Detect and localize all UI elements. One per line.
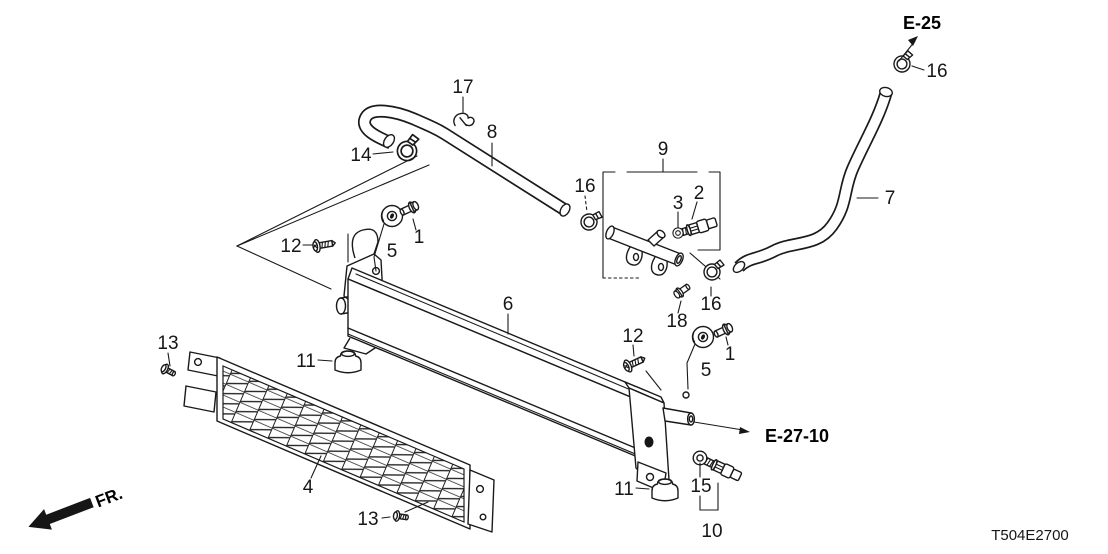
grommet-part-5-right xyxy=(691,325,715,349)
oring-part-3 xyxy=(672,227,684,239)
screw-part-13-top xyxy=(158,362,179,380)
callout-16-top[interactable]: 16 xyxy=(926,61,947,82)
screw-part-12-left xyxy=(311,235,338,254)
clamp-part-16-right xyxy=(703,259,725,281)
callout-18[interactable]: 18 xyxy=(666,311,687,332)
callout-1-left[interactable]: 1 xyxy=(414,227,425,248)
hose-part-7 xyxy=(732,86,894,274)
callout-8[interactable]: 8 xyxy=(487,122,498,143)
front-label: FR. xyxy=(93,484,125,512)
ref-link-e27-10[interactable]: E-27-10 xyxy=(765,426,829,446)
callout-12-right[interactable]: 12 xyxy=(622,326,643,347)
pipe-assembly-part-9 xyxy=(605,225,684,276)
screw-part-13-bottom xyxy=(392,509,410,524)
callout-1-right[interactable]: 1 xyxy=(725,344,736,365)
callout-11-left[interactable]: 11 xyxy=(296,351,316,372)
clamp-part-16-mid xyxy=(579,208,604,233)
clamp-part-14 xyxy=(393,132,425,164)
callout-4[interactable]: 4 xyxy=(303,477,314,498)
screw-part-12-right xyxy=(620,351,649,375)
callout-2[interactable]: 2 xyxy=(694,183,705,204)
callout-10[interactable]: 10 xyxy=(701,521,722,542)
bolt-part-18 xyxy=(671,281,693,301)
bolt-part-1-right xyxy=(711,320,736,341)
ref-arrow-e25 xyxy=(898,36,918,62)
callout-12-left[interactable]: 12 xyxy=(280,236,301,257)
hose-part-8 xyxy=(358,104,571,217)
callout-16-mid[interactable]: 16 xyxy=(574,176,595,197)
callout-5-left[interactable]: 5 xyxy=(387,241,398,262)
ref-arrow-e27-10 xyxy=(693,421,750,434)
front-direction-marker: FR. xyxy=(28,484,125,530)
callouts: 17 8 14 16 9 3 2 16 7 12 5 1 6 16 18 12 … xyxy=(157,61,947,542)
grommet-part-5-left xyxy=(380,204,404,228)
clamp-part-16-top xyxy=(891,49,916,74)
cooler-grille-part-4 xyxy=(183,351,495,533)
callout-5-right[interactable]: 5 xyxy=(701,360,712,381)
front-arrow-icon xyxy=(28,497,94,530)
callout-13-bottom[interactable]: 13 xyxy=(357,509,378,530)
callout-16-right[interactable]: 16 xyxy=(700,294,721,315)
radiator-part-6 xyxy=(335,228,696,493)
callout-13-top[interactable]: 13 xyxy=(157,333,178,354)
callout-6[interactable]: 6 xyxy=(503,294,514,315)
callout-11-right[interactable]: 11 xyxy=(614,479,634,500)
callout-7[interactable]: 7 xyxy=(885,188,896,209)
ref-link-e25[interactable]: E-25 xyxy=(903,13,941,33)
callout-3[interactable]: 3 xyxy=(673,193,684,214)
mount-cap-part-11-left xyxy=(334,350,362,374)
leader-lines xyxy=(167,65,925,519)
clip-part-17 xyxy=(452,111,476,130)
callout-9[interactable]: 9 xyxy=(658,139,669,160)
diagram-code: T504E2700 xyxy=(991,527,1069,544)
callout-17[interactable]: 17 xyxy=(452,77,473,98)
bolt-part-1-left xyxy=(397,198,422,219)
callout-15[interactable]: 15 xyxy=(690,476,711,497)
callout-14[interactable]: 14 xyxy=(350,145,372,166)
